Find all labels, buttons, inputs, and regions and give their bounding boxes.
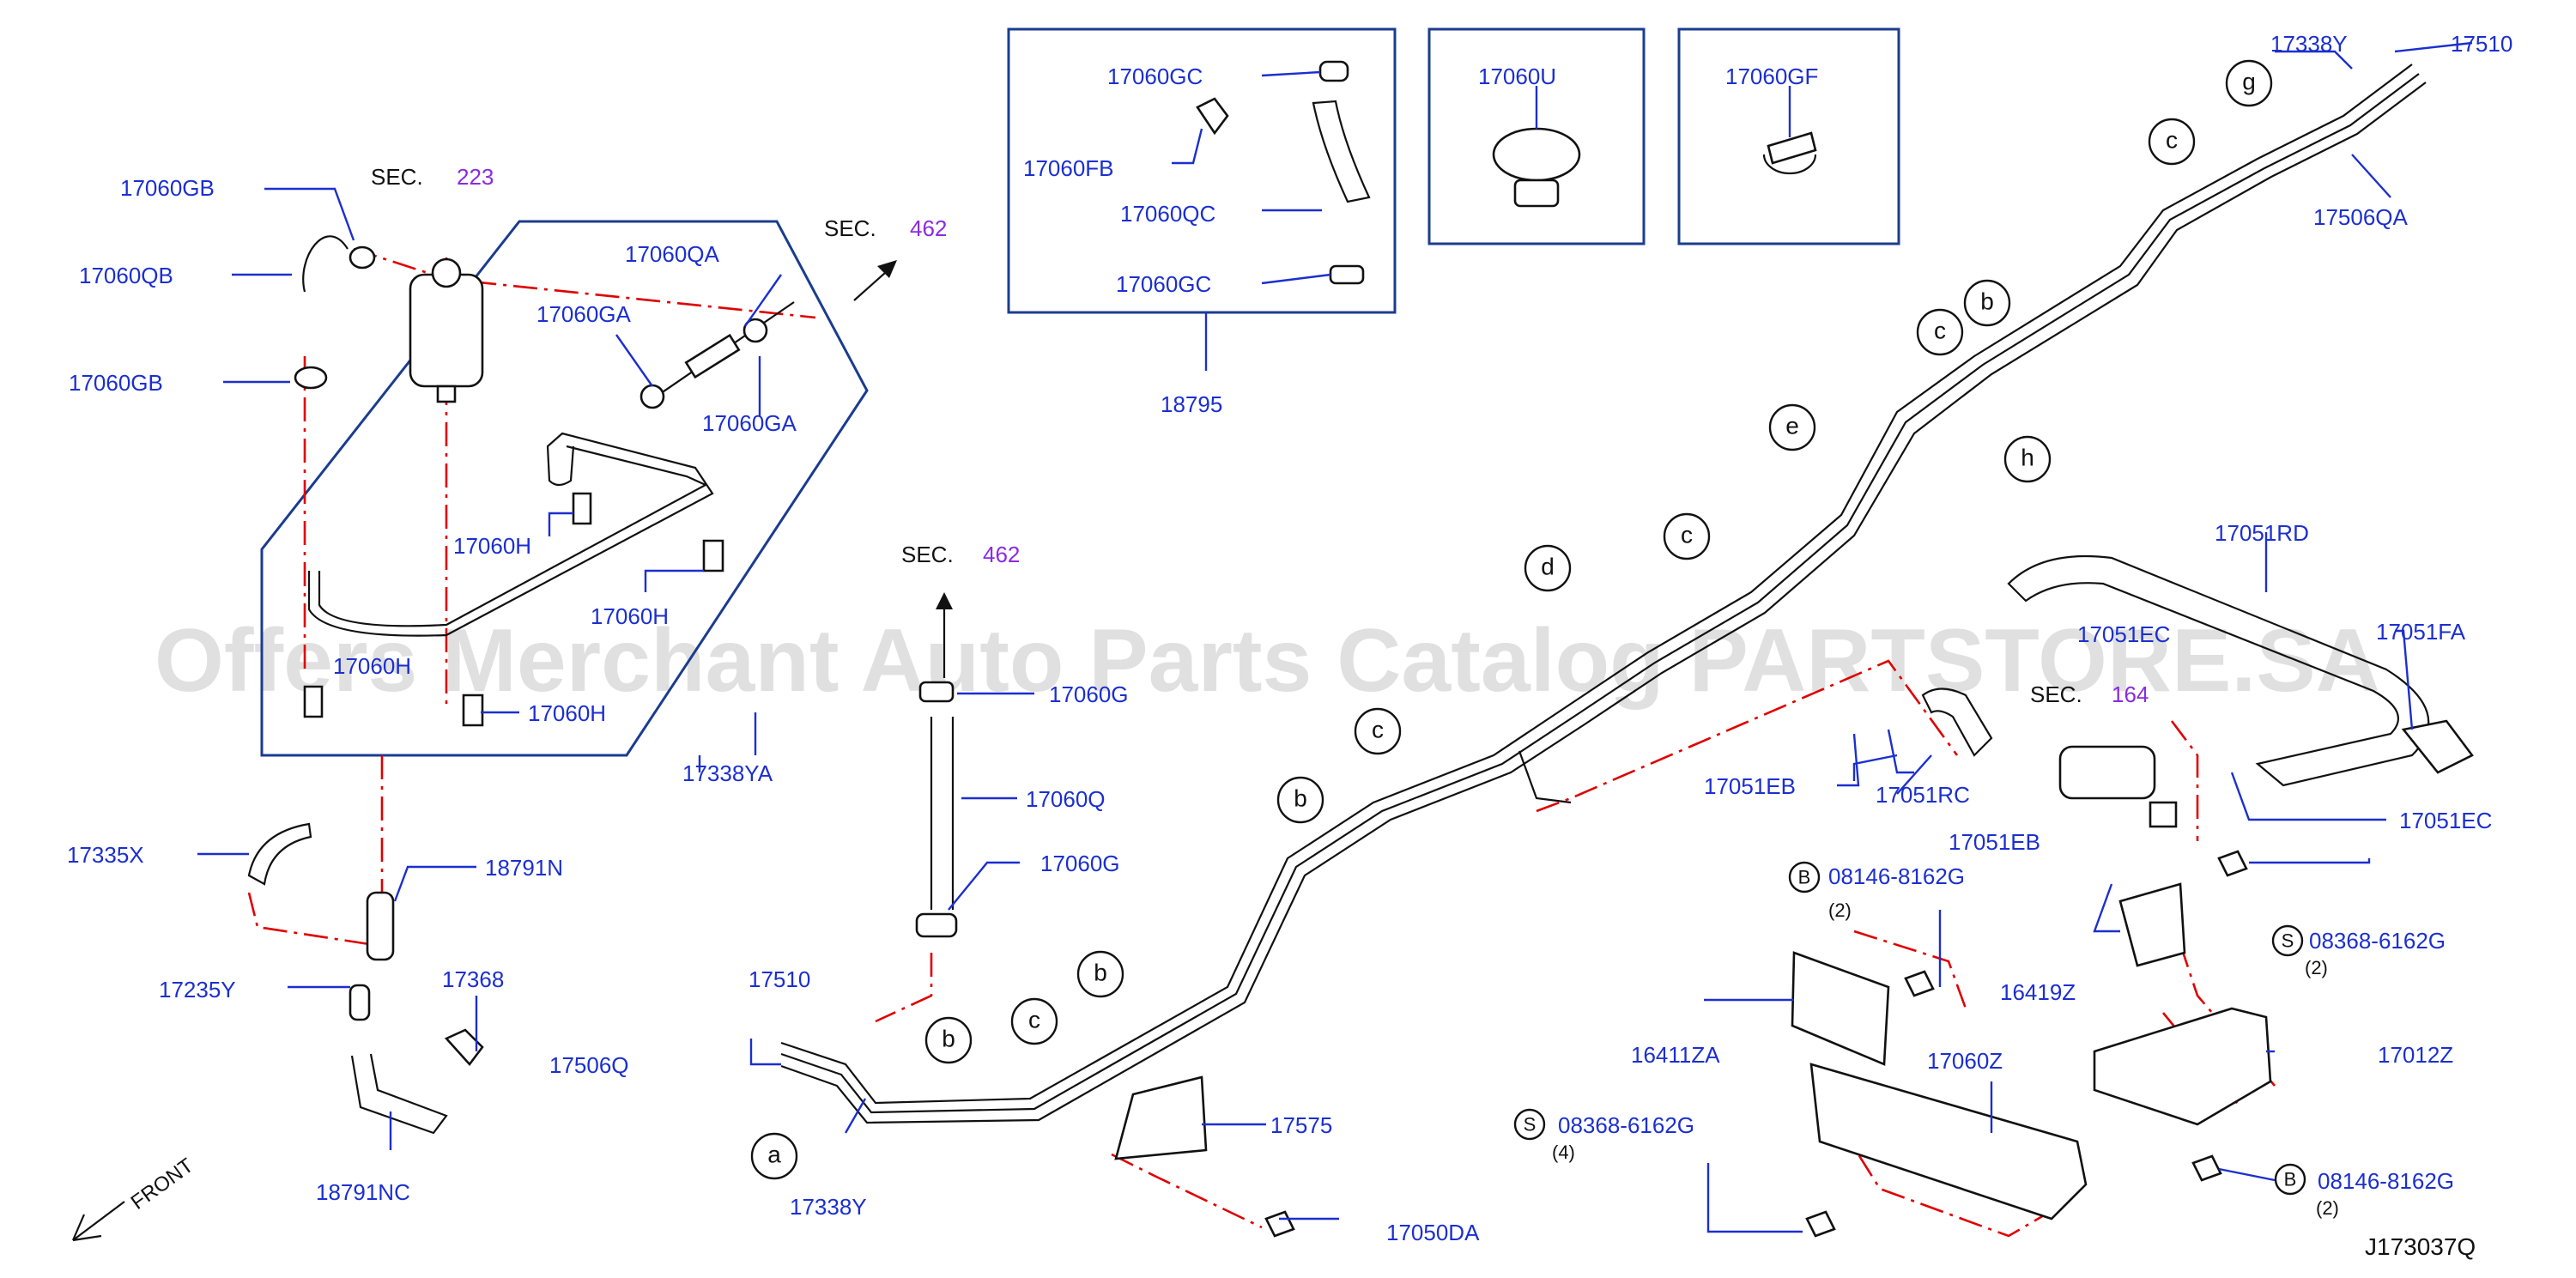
callouts: a b b c b c b d c e c b c h g c (750, 59, 2273, 1180)
part-label: 17235Y (159, 977, 236, 1002)
part-label: 17012Z (2378, 1042, 2453, 1068)
callout-marker: c (1681, 522, 1693, 548)
callout-marker: b (1294, 785, 1307, 812)
callout-marker: c (1028, 1007, 1040, 1033)
front-label: FRONT (127, 1154, 198, 1214)
part-label: 17060U (1478, 64, 1556, 89)
part-label: 17051EB (1704, 773, 1796, 799)
part-label: 17060GC (1116, 271, 1211, 297)
part-label: 17060H (528, 700, 606, 726)
bolt-mark: B (1798, 867, 1811, 888)
part-label: 17060H (333, 653, 411, 679)
part-label: 08368-6162G (2309, 928, 2446, 954)
part-label: 16419Z (2000, 979, 2076, 1005)
inset-frames (260, 27, 1900, 757)
part-label: 17060QA (625, 241, 720, 267)
quantity-label: (2) (1828, 899, 1852, 921)
callout-marker: b (1094, 960, 1107, 986)
bolt-marks: B S S B (1513, 861, 2306, 1196)
part-label: 17060QB (79, 263, 173, 288)
part-label: 17575 (1270, 1112, 1332, 1138)
callout-marker: c (1372, 717, 1384, 743)
section-label: SEC. (901, 542, 954, 567)
part-label: 17060H (591, 603, 669, 629)
part-label: 18791N (485, 855, 563, 881)
watermark: Offers Merchant Auto Parts Catalog PARTS… (155, 611, 2380, 711)
quantity-label: (2) (2316, 1197, 2339, 1219)
part-label: 17060G (1049, 681, 1129, 707)
part-label: 17060G (1040, 851, 1120, 876)
callout-marker: c (2166, 127, 2178, 154)
part-label: 17506Q (549, 1052, 629, 1078)
section-number: 462 (983, 542, 1020, 567)
callout-marker: c (1934, 318, 1946, 344)
part-label: 17335X (67, 842, 144, 868)
part-label: 08146-8162G (2318, 1168, 2454, 1194)
part-label: 08368-6162G (1558, 1112, 1694, 1138)
part-label: 17060GA (536, 301, 632, 327)
diagram-code: J173037Q (2365, 1233, 2476, 1260)
part-label: 16411ZA (1631, 1042, 1720, 1068)
part-label: 17060H (453, 533, 531, 559)
part-label: 17060GB (120, 175, 215, 201)
section-number: 164 (2112, 681, 2149, 707)
part-label: 17051EB (1949, 829, 2040, 855)
leader-lines (197, 41, 2473, 1233)
part-label: 17338YA (682, 760, 773, 786)
part-label: 17060Q (1026, 786, 1106, 812)
part-label: 17050DA (1386, 1220, 1480, 1245)
callout-marker: a (767, 1142, 781, 1168)
part-labels: 17060GB 17060QB 17060GB 17060QA 17060GA … (67, 31, 2512, 1245)
part-label: 17510 (749, 966, 810, 992)
part-label: 17060GB (69, 370, 163, 396)
part-label: 17060Z (1927, 1048, 2003, 1074)
part-label: 17051EC (2077, 621, 2170, 647)
part-label: 17051FA (2376, 619, 2466, 645)
section-label: SEC. (371, 164, 423, 190)
part-label: 18795 (1161, 391, 1222, 417)
part-label: 17051RC (1876, 782, 1970, 808)
part-label: 17060FB (1023, 155, 1114, 181)
part-label: 17510 (2451, 31, 2512, 57)
section-number: 223 (457, 164, 494, 190)
bolt-mark: B (2284, 1169, 2297, 1190)
part-label: 18791NC (316, 1179, 410, 1205)
callout-marker: h (2021, 445, 2034, 471)
part-label: 17338Y (790, 1194, 867, 1220)
part-label: 08146-8162G (1828, 863, 1965, 889)
part-drawings (71, 60, 2474, 1242)
part-label: 17060GA (702, 410, 797, 436)
part-label: 17368 (442, 966, 504, 992)
callout-marker: d (1541, 554, 1555, 580)
bolt-mark: S (2282, 930, 2294, 952)
phantom-lines (247, 247, 2276, 1238)
callout-marker: e (1785, 413, 1799, 439)
part-label: 17060QC (1120, 201, 1215, 227)
part-label: 17051RD (2215, 520, 2309, 546)
section-label: SEC. (2030, 681, 2082, 707)
callout-marker: g (2242, 69, 2256, 95)
callout-marker: b (942, 1026, 955, 1052)
section-label: SEC. (824, 215, 876, 241)
part-label: 17051EC (2399, 808, 2492, 833)
part-label: 17060GF (1725, 64, 1818, 89)
part-label: 17338Y (2270, 31, 2348, 57)
callout-marker: b (1980, 288, 1994, 315)
section-number: 462 (910, 215, 947, 241)
quantity-label: (2) (2305, 957, 2328, 978)
part-label: 17060GC (1107, 64, 1203, 89)
bolt-mark: S (1524, 1114, 1537, 1136)
part-label: 17506QA (2313, 204, 2409, 230)
quantity-label: (4) (1552, 1142, 1575, 1163)
